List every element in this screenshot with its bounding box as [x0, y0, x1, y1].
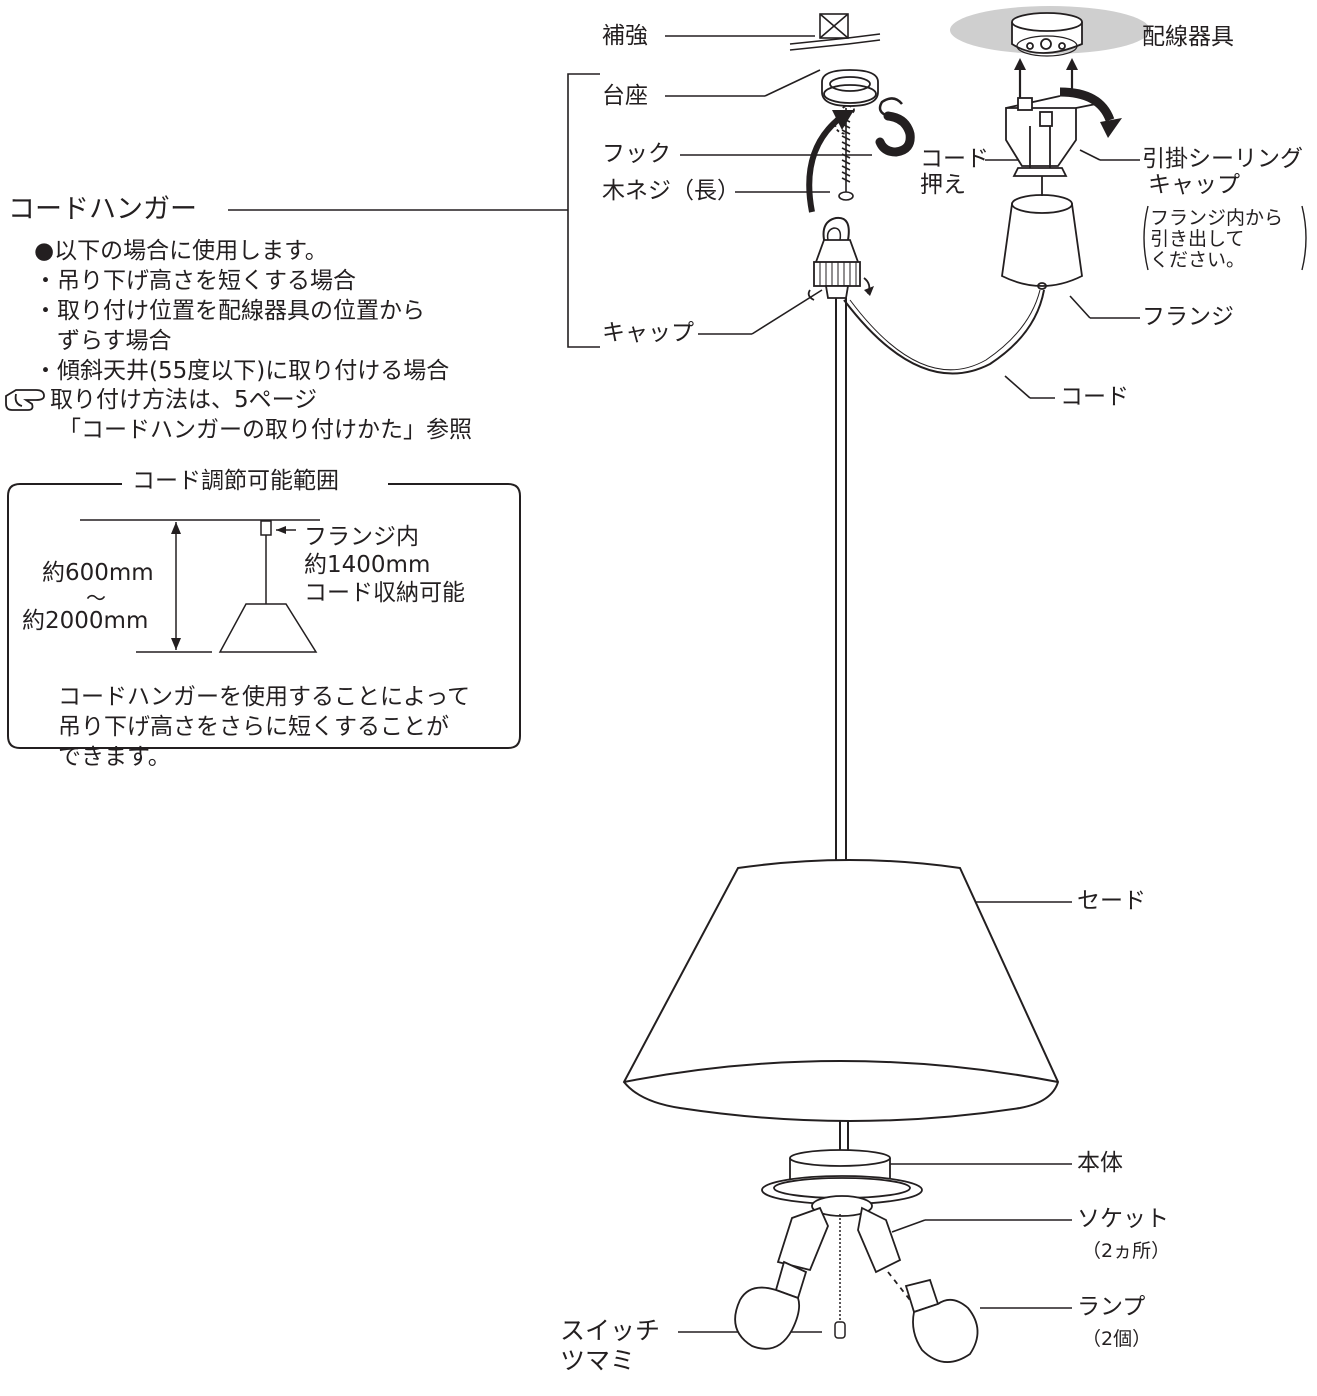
adjust-min: 約600mm [42, 560, 154, 586]
storage-line-3: コード収納可能 [304, 580, 465, 606]
reference-note: 取り付け方法は、5ページ 「コードハンガーの取り付けかた」参照 [6, 385, 472, 445]
adjust-note-line: できます。 [58, 744, 171, 770]
label-ceiling-cap-1: 引掛シーリング [1142, 146, 1303, 172]
reference-line-1: 取り付け方法は、5ページ [50, 387, 318, 413]
reinforcement [789, 13, 881, 51]
label-switch-2: ツマミ [560, 1346, 636, 1375]
adjust-max: 約2000mm [22, 608, 149, 634]
ceiling-cap [1005, 87, 1122, 177]
label-shade: セード [1077, 888, 1146, 914]
label-wiring-fixture: 配線器具 [1142, 24, 1234, 50]
label-switch-1: スイッチ [560, 1316, 661, 1345]
cord-hanger-intro: ●以下の場合に使用します。 [34, 238, 328, 264]
adjust-box [7, 483, 521, 749]
label-base-mount: 台座 [602, 83, 648, 109]
flange [1001, 176, 1083, 290]
label-wood-screw: 木ネジ（長） [602, 178, 740, 204]
storage-line-1: フランジ内 [304, 524, 419, 550]
reference-line-2: 「コードハンガーの取り付けかた」参照 [58, 417, 472, 443]
label-reinforcement: 補強 [602, 23, 648, 49]
wiring-fixture [1011, 12, 1083, 57]
cord-hanger-case: ・吊り下げ高さを短くする場合 [34, 268, 356, 294]
label-lamp: ランプ [1077, 1294, 1146, 1320]
cord-hanger-usage: ●以下の場合に使用します。 ・吊り下げ高さを短くする場合 ・取り付け位置を配線器… [34, 236, 449, 386]
lamp-left [734, 1260, 808, 1350]
flange-note-line-2: 引き出して [1150, 228, 1245, 250]
label-cord-holder-1: コード [920, 146, 989, 172]
adjust-note: コードハンガーを使用することによって 吊り下げ高さをさらに短くすることが できま… [58, 682, 470, 772]
label-flange: フランジ [1142, 304, 1234, 330]
label-ceiling-cap-2: キャップ [1148, 172, 1240, 198]
cord-hanger-case: ・取り付け位置を配線器具の位置から [34, 298, 425, 324]
adjust-box-title: コード調節可能範囲 [128, 470, 343, 493]
label-hook: フック [602, 141, 671, 167]
label-socket-count: （2ヵ所） [1082, 1240, 1171, 1262]
leader-lines [228, 35, 1140, 1333]
label-cord: コード [1060, 384, 1129, 410]
cord-hanger-title: コードハンガー [8, 194, 197, 225]
label-cord-holder-2: 押え [920, 172, 966, 198]
label-body: 本体 [1077, 1150, 1123, 1176]
up-arrows [1014, 58, 1078, 100]
shade [622, 859, 1060, 1122]
base-mount [821, 69, 879, 135]
cord-hanger-case: ずらす場合 [34, 328, 172, 354]
adjust-note-line: コードハンガーを使用することによって [58, 684, 471, 710]
hook [875, 97, 915, 157]
storage-line-2: 約1400mm [304, 552, 431, 578]
flange-note-line-1: フランジ内から [1150, 207, 1284, 229]
flange-note-line-3: ください。 [1150, 249, 1246, 271]
body [761, 1149, 923, 1217]
lamp-right [887, 1271, 979, 1363]
cord-hanger-case: ・傾斜天井(55度以下)に取り付ける場合 [34, 358, 450, 384]
label-lamp-count: （2個） [1082, 1328, 1152, 1350]
adjust-tilde: ～ [86, 586, 106, 610]
adjust-box-drawing [80, 519, 320, 653]
adjust-note-line: 吊り下げ高さをさらに短くすることが [58, 714, 449, 740]
pull-switch [834, 1214, 846, 1339]
label-cap: キャップ [602, 320, 694, 346]
cap [807, 216, 874, 301]
flange-note: フランジ内から 引き出して ください。 [1150, 208, 1283, 271]
rotate-arrow [806, 110, 854, 213]
label-socket: ソケット [1077, 1206, 1169, 1232]
